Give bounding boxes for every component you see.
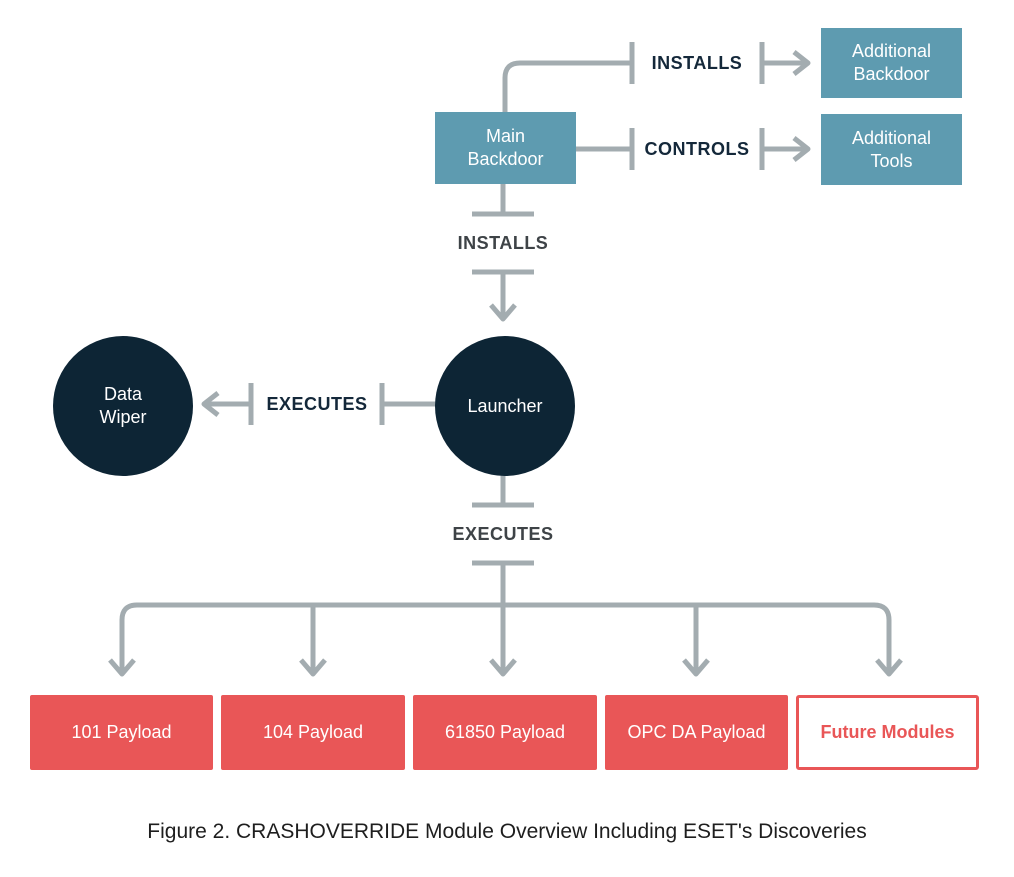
edge-label-installs-launcher: INSTALLS (457, 233, 549, 253)
main-backdoor-label: Main Backdoor (467, 126, 544, 169)
arrowhead (108, 658, 136, 677)
data-wiper-label: Data Wiper (99, 384, 147, 427)
additional-backdoor-box: Additional Backdoor (821, 28, 962, 98)
arrowhead (792, 50, 811, 76)
arrowhead (299, 658, 327, 677)
arrowhead (489, 303, 517, 322)
payload-101-box: 101 Payload (30, 695, 213, 770)
launcher-node: Launcher (435, 336, 575, 476)
edge-label-executes-wiper: EXECUTES (266, 394, 368, 414)
payload-104-box: 104 Payload (221, 695, 405, 770)
connector-installs-backdoor (502, 60, 632, 112)
payload-104-label: 104 Payload (262, 722, 364, 742)
payload-61850-label: 61850 Payload (444, 722, 566, 742)
figure-caption: Figure 2. CRASHOVERRIDE Module Overview … (147, 820, 867, 843)
payload-opc-da-label: OPC DA Payload (627, 722, 766, 742)
data-wiper-node: Data Wiper (53, 336, 193, 476)
arrowhead (201, 391, 220, 417)
payload-61850-box: 61850 Payload (413, 695, 597, 770)
additional-tools-box: Additional Tools (821, 114, 962, 185)
arrowhead (682, 658, 710, 677)
launcher-label: Launcher (467, 395, 543, 416)
arrowhead (489, 658, 517, 677)
payload-101-label: 101 Payload (71, 722, 172, 742)
payload-opc-da-box: OPC DA Payload (605, 695, 788, 770)
additional-tools-label: Additional Tools (851, 127, 932, 171)
arrowhead (792, 136, 811, 162)
future-modules-box: Future Modules (796, 695, 979, 770)
edge-label-executes-payloads: EXECUTES (452, 524, 554, 544)
edge-label-controls-tools: CONTROLS (644, 139, 750, 159)
future-modules-label: Future Modules (820, 722, 955, 742)
edge-label-installs-backdoor: INSTALLS (651, 53, 743, 73)
additional-backdoor-label: Additional Backdoor (851, 41, 932, 84)
main-backdoor-box: Main Backdoor (435, 112, 576, 184)
arrowhead (875, 658, 903, 677)
